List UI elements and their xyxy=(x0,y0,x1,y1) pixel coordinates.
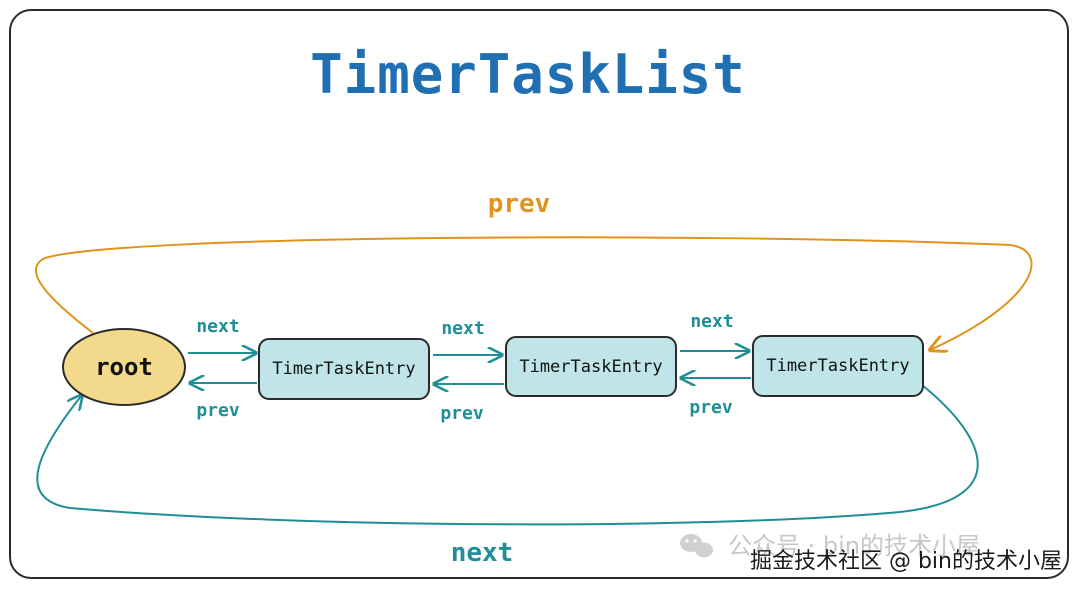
entry-label: TimerTaskEntry xyxy=(272,359,415,379)
timer-task-entry-1: TimerTaskEntry xyxy=(258,338,430,400)
top-prev-label: prev xyxy=(488,189,551,219)
root-label: root xyxy=(95,353,153,381)
entry-label: TimerTaskEntry xyxy=(519,357,662,377)
prev-label-3: prev xyxy=(689,397,733,418)
entry-label: TimerTaskEntry xyxy=(766,356,909,376)
prev-label-1: prev xyxy=(196,400,240,421)
diagram-title: TimerTaskList xyxy=(310,43,746,106)
top-prev-arrow xyxy=(34,236,1033,350)
watermark-account: 公众号 · bin的技术小屋 xyxy=(728,532,980,560)
next-label-2: next xyxy=(441,318,484,339)
bottom-next-arrow xyxy=(36,384,979,526)
bottom-next-label: next xyxy=(451,538,514,568)
next-label-3: next xyxy=(690,311,733,332)
timer-task-entry-2: TimerTaskEntry xyxy=(505,336,677,397)
next-label-1: next xyxy=(196,316,239,337)
timer-task-entry-3: TimerTaskEntry xyxy=(752,335,924,397)
prev-label-2: prev xyxy=(440,403,484,424)
watermark-community: 掘金技术社区 @ bin的技术小屋 xyxy=(750,549,1062,574)
wechat-icon xyxy=(680,534,713,558)
diagram-frame xyxy=(9,9,1069,579)
root-node: root xyxy=(62,328,186,406)
